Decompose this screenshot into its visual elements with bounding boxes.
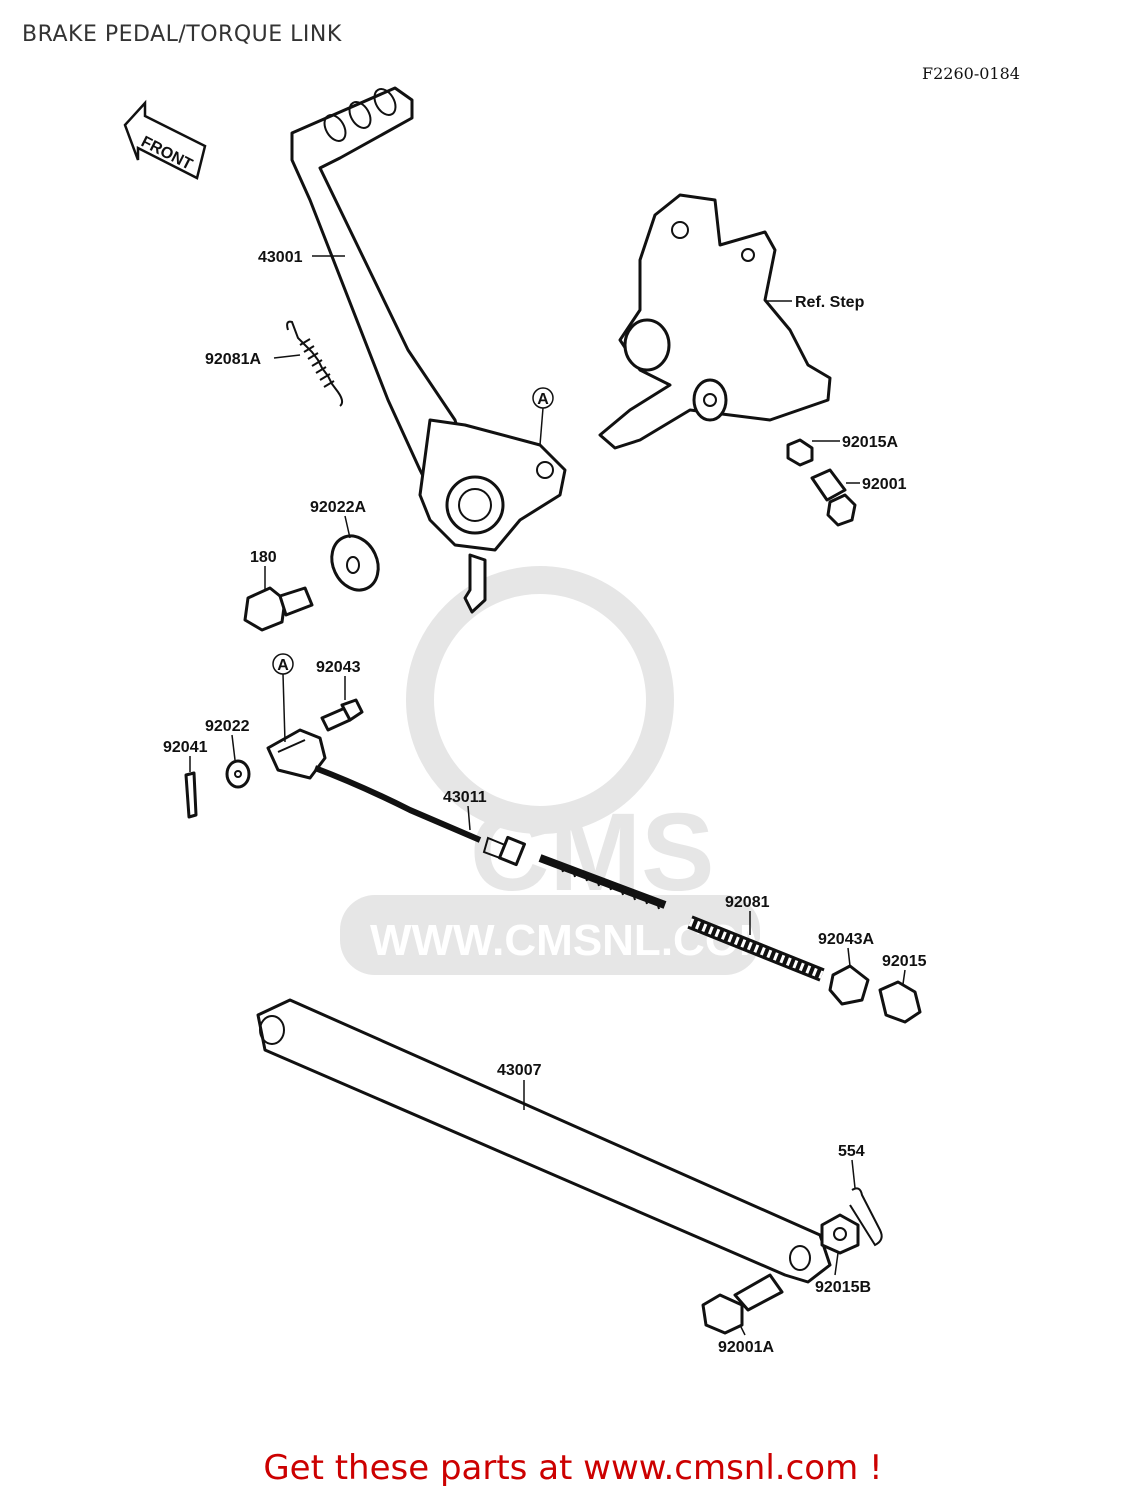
watermark: CMS WWW.CMSNL.COM [340, 566, 776, 975]
bolt-180 [243, 586, 314, 632]
ref-mark-a-bottom-text: A [277, 657, 289, 674]
label-554: 554 [838, 1143, 865, 1160]
brake-pedal [290, 86, 567, 614]
parts-diagram: CMS WWW.CMSNL.COM FRONT [123, 86, 927, 1356]
nut-92015b [820, 1213, 860, 1255]
front-arrow-icon: FRONT [123, 99, 207, 180]
washer-92022 [225, 759, 251, 789]
label-92043: 92043 [316, 659, 361, 676]
ref-mark-a-top-text: A [537, 391, 549, 408]
cotter-pin-554 [849, 1187, 883, 1247]
washer-92022a [330, 534, 380, 592]
label-92015a: 92015A [842, 434, 898, 451]
ref-mark-a-bottom: A [272, 653, 294, 743]
label-92022a: 92022A [310, 499, 366, 516]
label-92043a: 92043A [818, 931, 874, 948]
bolt-92001a [701, 1273, 784, 1335]
torque-link-43007 [256, 998, 832, 1284]
label-92041: 92041 [163, 739, 208, 756]
collar-92043a [828, 964, 870, 1006]
label-43001: 43001 [258, 249, 303, 266]
footrest-step [598, 193, 832, 450]
bolt-92001 [810, 468, 857, 527]
footer-cta-link[interactable]: Get these parts at www.cmsnl.com ! [263, 1448, 883, 1488]
figure-code: F2260-0184 [922, 64, 1020, 83]
label-92015b: 92015B [815, 1279, 871, 1296]
cotter-pin-92041 [184, 771, 198, 819]
nut-92015a [786, 438, 814, 467]
callouts: 43001 92081A 92022A 180 Ref. Step 92015A… [163, 249, 927, 1356]
ref-mark-a-top: A [532, 387, 554, 446]
brake-rod-43011 [266, 728, 667, 910]
label-43007: 43007 [497, 1062, 542, 1079]
pin-92043 [320, 698, 364, 732]
label-92081: 92081 [725, 894, 770, 911]
spring-92081 [687, 915, 825, 982]
label-43011: 43011 [443, 789, 487, 806]
page-title: BRAKE PEDAL/TORQUE LINK [22, 22, 342, 47]
nut-92015 [878, 980, 922, 1024]
label-92001: 92001 [862, 476, 907, 493]
label-92001a: 92001A [718, 1339, 774, 1356]
label-92015: 92015 [882, 953, 927, 970]
label-92081a: 92081A [205, 351, 261, 368]
spring-92081a [286, 320, 344, 407]
label-ref-step: Ref. Step [795, 294, 865, 311]
watermark-url: WWW.CMSNL.COM [370, 916, 776, 965]
label-180: 180 [250, 549, 277, 566]
label-92022: 92022 [205, 718, 250, 735]
